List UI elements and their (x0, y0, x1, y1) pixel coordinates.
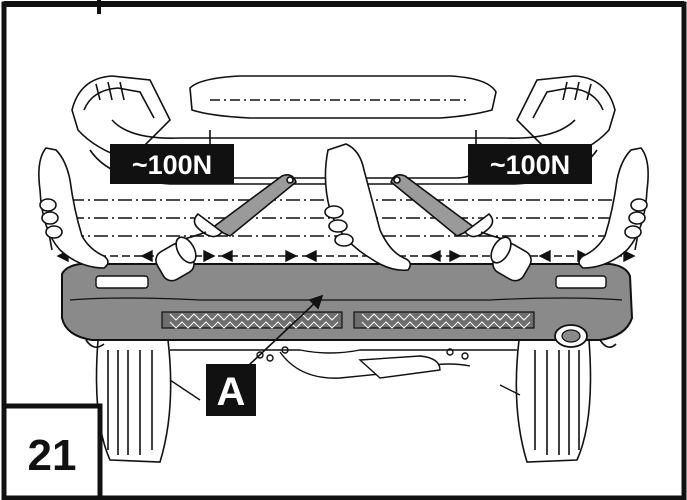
force-label-right-bg (468, 144, 592, 184)
bumper-grille-left (161, 311, 343, 329)
force-label-right: ~100N (490, 150, 570, 180)
force-label-left: ~100N (132, 150, 212, 180)
reflector-right (555, 275, 607, 289)
part-label: A (217, 370, 246, 414)
bumper-grille-right (353, 311, 535, 329)
step-number: 21 (28, 431, 77, 480)
part-a-leader-arrow (247, 294, 324, 367)
force-label-left-bg (110, 144, 234, 184)
step-number-box (1, 403, 103, 500)
rear-wheels (95, 339, 592, 463)
rear-bumper (61, 263, 634, 348)
underbody (169, 346, 521, 401)
reflector-left (95, 275, 149, 289)
roller-tool-icon (155, 174, 532, 282)
hand-icon (38, 143, 649, 272)
part-label-bg (206, 364, 256, 416)
